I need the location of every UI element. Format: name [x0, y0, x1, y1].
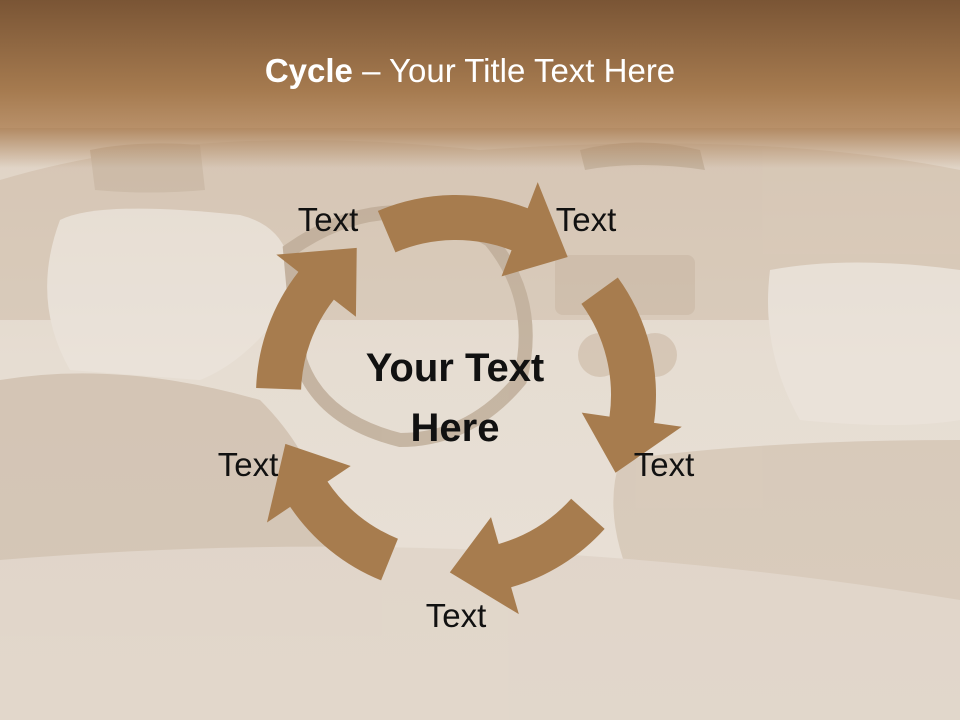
cycle-node-4: Text	[425, 597, 487, 634]
cycle-node-5: Text	[217, 446, 279, 483]
cycle-arrow-5	[256, 247, 357, 390]
title-bold: Cycle	[264, 52, 353, 89]
cycle-node-2: Text	[555, 201, 617, 238]
title-rest: Your Title Text Here	[389, 52, 676, 89]
cycle-arrow-2	[581, 277, 682, 473]
cycle-arrow-3	[449, 498, 605, 615]
slide-title: Cycle – Your Title Text Here	[0, 52, 940, 90]
cycle-node-1: Text	[297, 201, 359, 238]
cycle-arrow-4	[266, 443, 398, 581]
title-dash: –	[352, 52, 389, 89]
cycle-arrow-1	[377, 182, 568, 277]
cycle-node-3: Text	[633, 446, 695, 483]
center-text: Your Text Here	[365, 346, 545, 450]
